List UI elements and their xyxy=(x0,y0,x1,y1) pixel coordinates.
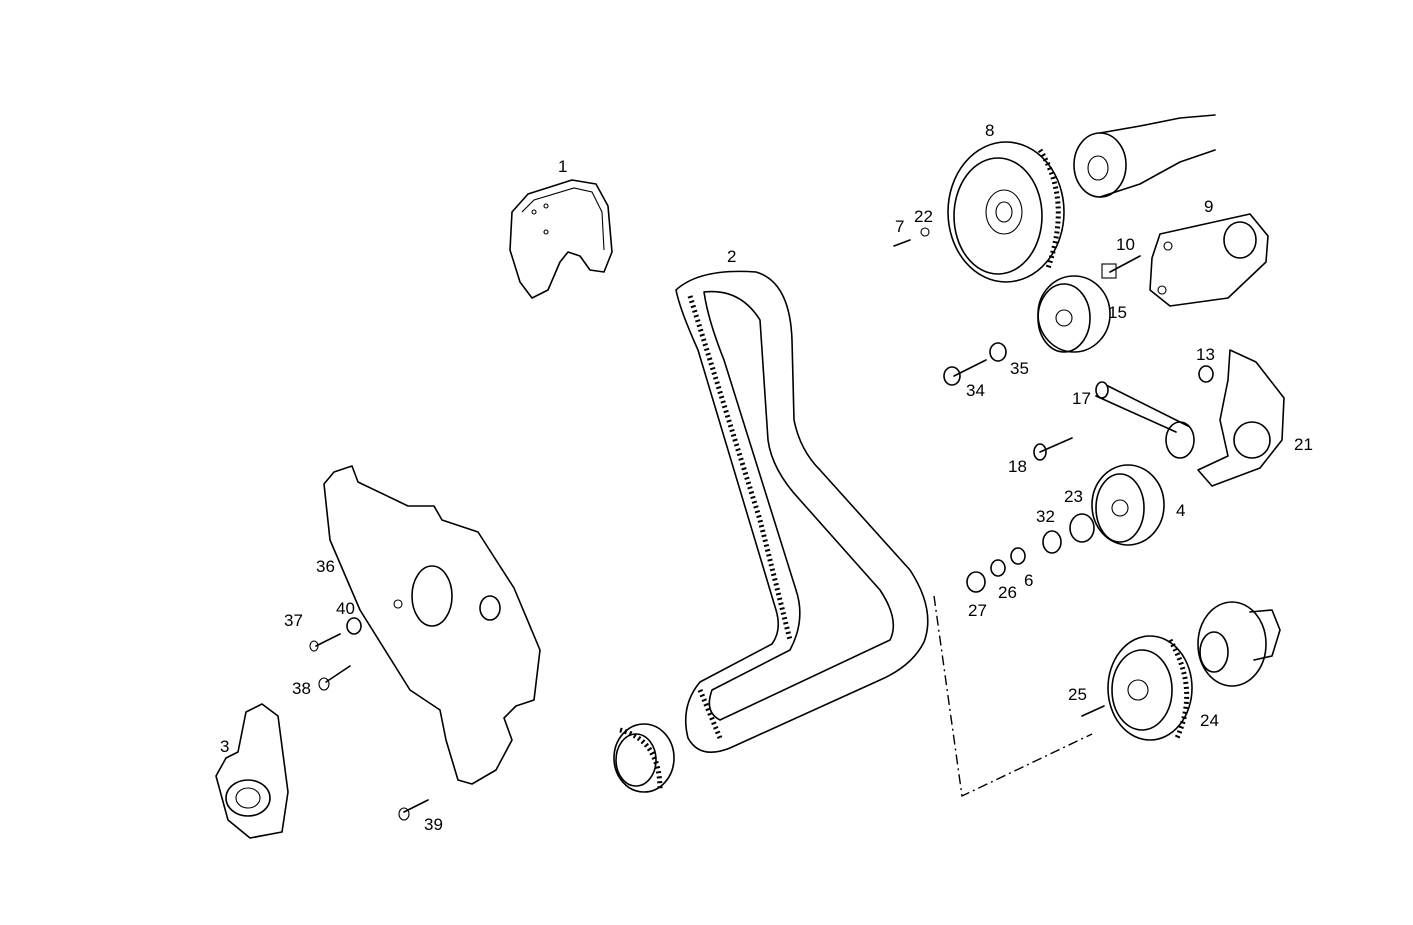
callout-8: 8 xyxy=(985,121,994,140)
shaft-part-17 xyxy=(1095,381,1195,459)
callout-4: 4 xyxy=(1176,501,1185,520)
camshaft-part xyxy=(1073,114,1216,198)
callout-9: 9 xyxy=(1204,197,1213,216)
callout-36: 36 xyxy=(316,557,335,576)
upper-rear-cover-part xyxy=(509,179,613,299)
callout-18: 18 xyxy=(1008,457,1027,476)
callout-25: 25 xyxy=(1068,685,1087,704)
tensioner-bracket-part xyxy=(215,703,289,839)
roller-part-15 xyxy=(1037,275,1111,353)
callout-38: 38 xyxy=(292,679,311,698)
timing-belt-part xyxy=(675,270,929,754)
callout-15: 15 xyxy=(1108,303,1127,322)
camshaft-sprocket-part xyxy=(947,141,1065,283)
callout-35: 35 xyxy=(1010,359,1029,378)
callout-23: 23 xyxy=(1064,487,1083,506)
bracket-part-9 xyxy=(1149,213,1269,307)
small-crank-pulley-part xyxy=(613,723,675,793)
oil-pump-gear-part xyxy=(1197,601,1281,687)
callout-34: 34 xyxy=(966,381,985,400)
bracket-part-21 xyxy=(1197,349,1285,487)
callout-3: 3 xyxy=(220,737,229,756)
callout-labels: 1 2 3 4 6 7 8 9 10 13 15 17 18 21 22 23 … xyxy=(220,121,1313,834)
callout-39: 39 xyxy=(424,815,443,834)
callout-22: 22 xyxy=(914,207,933,226)
callout-40: 40 xyxy=(336,599,355,618)
crankshaft-sprocket-part xyxy=(1081,635,1193,742)
callout-27: 27 xyxy=(968,601,987,620)
callout-13: 13 xyxy=(1196,345,1215,364)
callout-37: 37 xyxy=(284,611,303,630)
callout-26: 26 xyxy=(998,583,1017,602)
callout-2: 2 xyxy=(727,247,736,266)
callout-1: 1 xyxy=(558,157,567,176)
callout-7: 7 xyxy=(895,217,904,236)
lower-cover-part xyxy=(323,465,541,785)
idler-roller-part xyxy=(1091,464,1165,546)
callout-10: 10 xyxy=(1116,235,1135,254)
fasteners-upper-right xyxy=(893,227,1214,593)
fasteners-lower-left xyxy=(309,617,429,821)
alignment-dash-line xyxy=(933,595,1093,798)
callout-32: 32 xyxy=(1036,507,1055,526)
callout-24: 24 xyxy=(1200,711,1219,730)
callout-17: 17 xyxy=(1072,389,1091,408)
callout-6: 6 xyxy=(1024,571,1033,590)
callout-21: 21 xyxy=(1294,435,1313,454)
